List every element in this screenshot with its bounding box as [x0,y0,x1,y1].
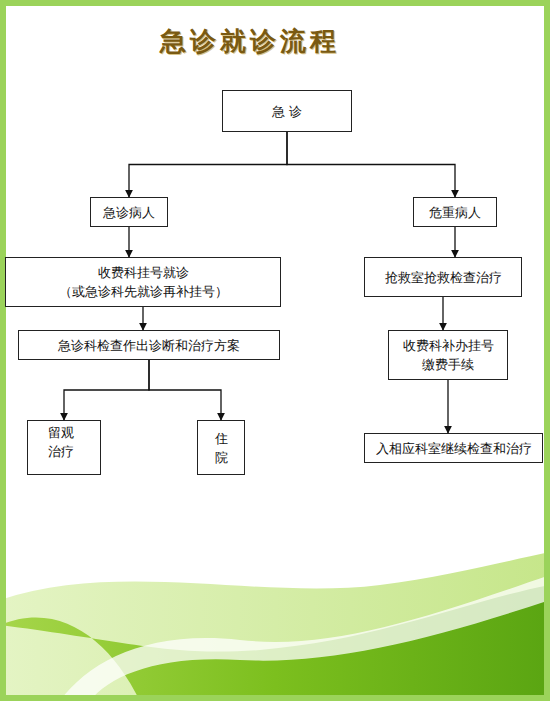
process-box: 急诊病人 [90,197,168,227]
process-box: 入相应科室继续检查和治疗 [364,433,543,463]
flow-arrow [442,297,443,330]
flow-arrow [287,132,455,197]
box-text: 急诊病人 [103,203,155,222]
flow-arrow [64,360,149,420]
process-box: 住 院 [197,420,245,475]
wave-light [0,552,550,701]
box-text: 住 院 [210,429,232,467]
process-box: 危重病人 [413,197,497,227]
process-box: 收费科挂号就诊 （或急诊科先就诊再补挂号） [5,257,281,307]
box-text: 入相应科室继续检查和治疗 [376,439,532,458]
box-text: 留观 治疗 [48,423,80,461]
diagram-title: 急诊就诊流程 [100,24,400,59]
box-text: 急诊科检查作出诊断和治疗方案 [58,336,240,355]
flow-arrow [454,227,455,257]
process-box: 收费科补办挂号 缴费手续 [388,330,508,380]
flow-arrow [149,360,221,420]
process-box: 留观 治疗 [27,420,101,475]
box-text: 急 诊 [272,102,302,121]
flow-arrow [447,380,448,433]
flow-arrow [128,227,129,257]
flow-arrow [142,307,143,330]
box-text: 抢救室抢救检查治疗 [385,268,502,287]
process-box: 急 诊 [222,90,352,132]
flow-arrow [129,132,287,197]
box-text: 收费科补办挂号 缴费手续 [399,336,497,374]
wave-highlight [60,575,550,701]
box-text: 危重病人 [429,203,481,222]
box-text: 收费科挂号就诊 （或急诊科先就诊再补挂号） [14,263,272,301]
process-box: 抢救室抢救检查治疗 [364,257,522,297]
process-box: 急诊科检查作出诊断和治疗方案 [18,330,280,360]
green-border [3,3,547,698]
